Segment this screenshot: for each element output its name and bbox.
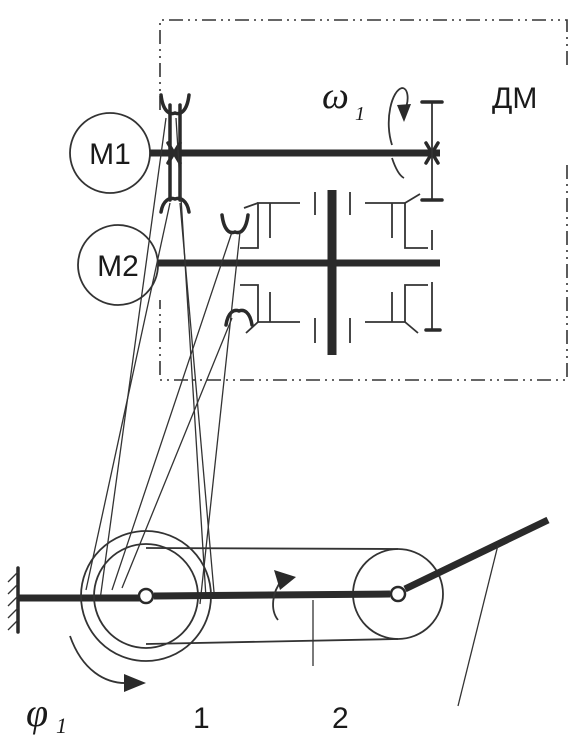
omega-symbol: ω <box>322 75 349 117</box>
shaft-1-support <box>420 100 444 202</box>
omega-rotation-arrow-icon <box>387 87 411 179</box>
leader-line-link-2 <box>457 544 499 707</box>
phi-symbol: φ <box>26 690 48 735</box>
phi-label: φ 1 <box>26 690 67 738</box>
label-1: 1 <box>193 702 210 735</box>
omega-subscript: 1 <box>355 103 365 125</box>
link-1 <box>153 590 391 600</box>
motor-m2-label: M2 <box>97 250 139 283</box>
omega-label: ω 1 <box>322 75 365 125</box>
motor-m2: M2 <box>77 224 159 306</box>
link-2 <box>403 516 550 593</box>
label-2: 2 <box>332 702 349 735</box>
ground-support <box>7 566 20 634</box>
phi-subscript: 1 <box>56 713 67 738</box>
drive-module-label: ДМ <box>492 82 537 115</box>
phi-rotation-arrow-icon <box>69 635 146 692</box>
motor-m1: M1 <box>69 112 151 194</box>
drum-cup-upper-right <box>220 213 250 235</box>
drum-cup-lower <box>224 308 254 327</box>
belt <box>145 547 399 645</box>
shaft-1 <box>150 141 440 165</box>
drive-module-boundary <box>159 19 568 381</box>
link-rotation-arrow-icon <box>272 570 296 621</box>
cables <box>85 117 241 605</box>
motor-m1-label: M1 <box>89 138 131 171</box>
gear-set <box>240 190 442 355</box>
